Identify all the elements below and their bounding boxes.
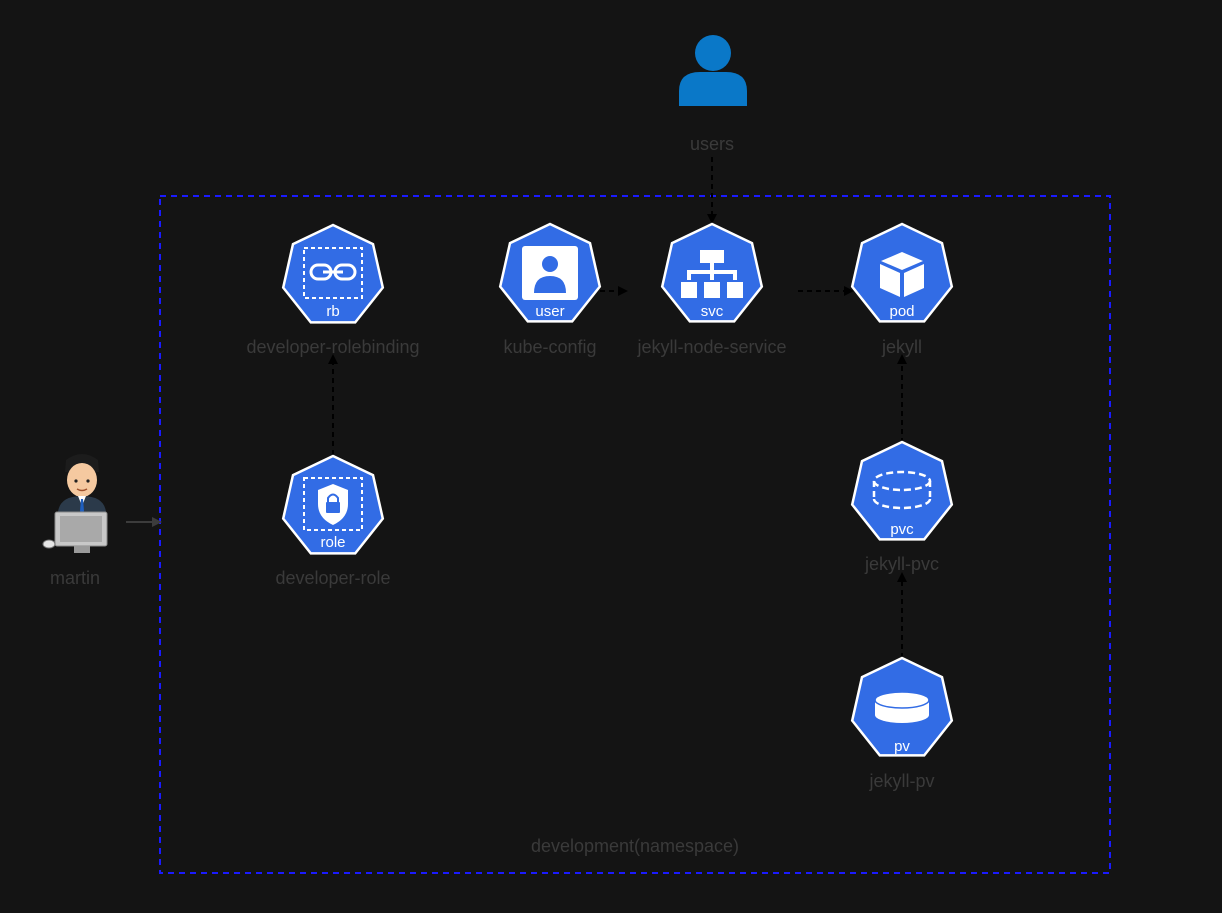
pod-label: jekyll (881, 337, 922, 357)
dashed-disk-icon (872, 470, 932, 510)
martin-node: martin (42, 454, 108, 588)
pvc-badge: pvc (890, 521, 914, 538)
pvc-label: jekyll-pvc (864, 554, 939, 574)
namespace-boundary (159, 195, 1111, 874)
namespace-label: development(namespace) (531, 836, 739, 856)
role-node: role developer-role (275, 454, 391, 588)
network-tree-icon (681, 250, 743, 298)
role-label: developer-role (275, 568, 390, 588)
pod-node: pod jekyll (850, 222, 954, 357)
connectors (126, 157, 907, 658)
kubeconfig-node: user kube-config (498, 222, 602, 357)
kubeconfig-badge: user (535, 303, 564, 320)
disk-icon (874, 691, 930, 723)
shield-lock-icon (303, 477, 363, 531)
service-label: jekyll-node-service (636, 337, 786, 357)
person-at-computer-icon (42, 454, 108, 553)
pvc-heptagon (850, 440, 954, 541)
service-badge: svc (701, 303, 724, 320)
pv-label: jekyll-pv (868, 771, 934, 791)
link-icon (303, 247, 363, 299)
user-silhouette-icon (679, 35, 747, 106)
pv-node: pv jekyll-pv (850, 656, 954, 791)
rolebinding-label: developer-rolebinding (246, 337, 419, 357)
user-card-icon (522, 246, 578, 300)
pvc-node: pvc jekyll-pvc (850, 440, 954, 574)
pod-badge: pod (889, 303, 914, 320)
martin-label: martin (50, 568, 100, 588)
kubeconfig-label: kube-config (503, 337, 596, 357)
users-node: users (679, 35, 747, 154)
cube-icon (880, 252, 924, 297)
rolebinding-node: rb developer-rolebinding (246, 223, 420, 357)
pv-badge: pv (894, 738, 910, 755)
pod-heptagon (850, 222, 954, 323)
role-badge: role (320, 534, 345, 551)
users-label: users (690, 134, 734, 154)
rolebinding-badge: rb (326, 303, 339, 320)
service-node: svc jekyll-node-service (636, 222, 787, 357)
